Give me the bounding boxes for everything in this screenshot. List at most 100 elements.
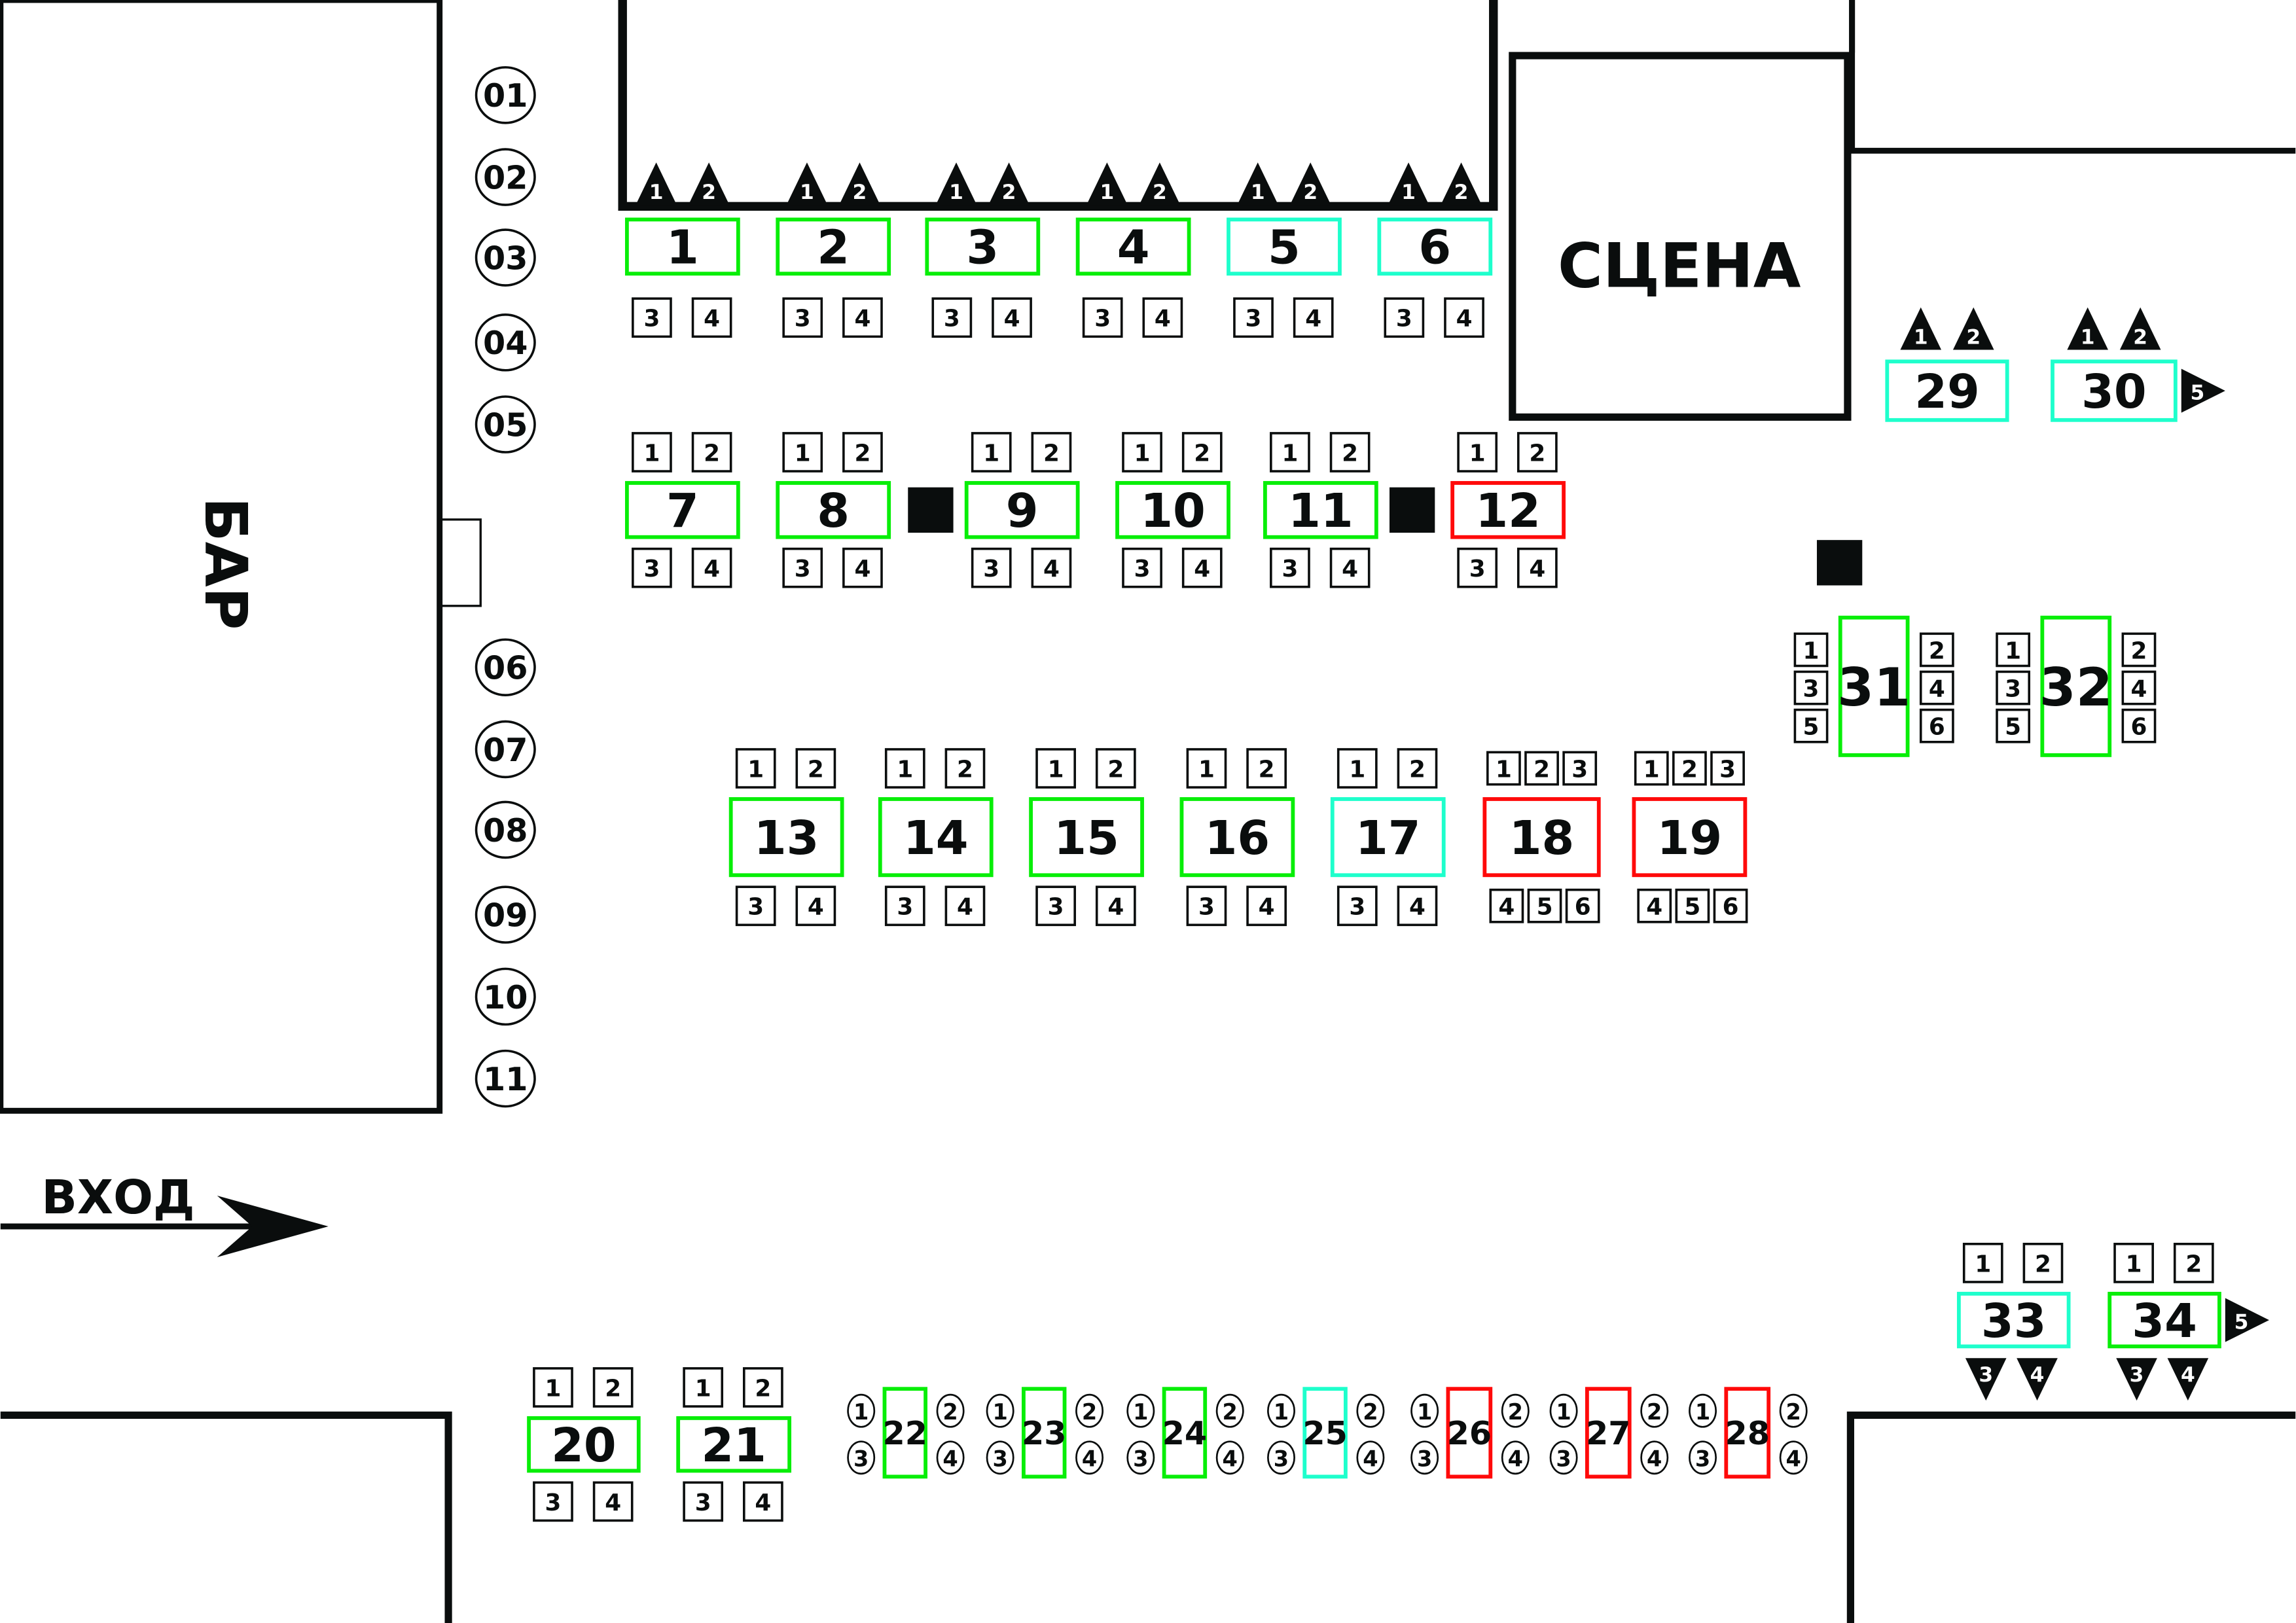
- seat[interactable]: 3: [1267, 1440, 1295, 1475]
- seat[interactable]: 1: [1900, 307, 1942, 350]
- seat[interactable]: 3: [1186, 885, 1227, 927]
- seat[interactable]: 3: [782, 547, 823, 588]
- seat[interactable]: 3: [2116, 1358, 2157, 1401]
- seat[interactable]: 1: [1035, 748, 1076, 789]
- seat[interactable]: 1: [2113, 1243, 2154, 1283]
- bar-seat[interactable]: 11: [475, 1049, 536, 1108]
- seat[interactable]: 1: [1122, 432, 1162, 473]
- seat[interactable]: 2: [1329, 432, 1371, 473]
- bar-seat[interactable]: 01: [475, 66, 536, 124]
- seat[interactable]: 1: [2067, 307, 2108, 350]
- seat[interactable]: 4: [1215, 1440, 1244, 1475]
- seat[interactable]: 3: [1689, 1440, 1717, 1475]
- seat[interactable]: 4: [592, 1481, 634, 1522]
- seat[interactable]: 5: [2225, 1298, 2269, 1342]
- seat[interactable]: 4: [842, 547, 883, 588]
- seat[interactable]: 4: [1181, 547, 1223, 588]
- seat[interactable]: 3: [632, 297, 672, 338]
- seat[interactable]: 1: [636, 162, 677, 205]
- seat[interactable]: 1: [1126, 1393, 1155, 1428]
- seat[interactable]: 1: [1457, 432, 1498, 473]
- seat[interactable]: 4: [1516, 547, 1558, 588]
- seat[interactable]: 3: [1996, 670, 2031, 705]
- seat[interactable]: 1: [1270, 432, 1310, 473]
- seat[interactable]: 5: [1996, 708, 2031, 743]
- seat[interactable]: 3: [1562, 751, 1598, 786]
- seat[interactable]: 1: [735, 748, 776, 789]
- seat[interactable]: 1: [1336, 748, 1378, 789]
- bar-seat[interactable]: 06: [475, 638, 536, 697]
- seat[interactable]: 1: [1410, 1393, 1439, 1428]
- bar-seat[interactable]: 07: [475, 720, 536, 779]
- seat[interactable]: 3: [1549, 1440, 1578, 1475]
- seat[interactable]: 4: [2121, 670, 2157, 705]
- seat[interactable]: 3: [735, 885, 776, 927]
- seat[interactable]: 2: [691, 432, 732, 473]
- seat[interactable]: 4: [691, 297, 732, 338]
- seat[interactable]: 1: [1996, 632, 2031, 668]
- seat[interactable]: 3: [986, 1440, 1014, 1475]
- seat[interactable]: 2: [795, 748, 836, 789]
- seat[interactable]: 3: [1710, 751, 1745, 786]
- seat[interactable]: 2: [1501, 1393, 1530, 1428]
- seat[interactable]: 2: [743, 1367, 783, 1408]
- seat[interactable]: 2: [1181, 432, 1223, 473]
- bar-seat[interactable]: 09: [475, 885, 536, 944]
- seat[interactable]: 4: [2017, 1358, 2058, 1401]
- seat[interactable]: 3: [884, 885, 925, 927]
- seat[interactable]: 4: [1637, 888, 1672, 923]
- seat[interactable]: 1: [1549, 1393, 1578, 1428]
- seat[interactable]: 3: [1233, 297, 1274, 338]
- seat[interactable]: 4: [1293, 297, 1334, 338]
- seat[interactable]: 1: [786, 162, 828, 205]
- seat[interactable]: 2: [1031, 432, 1072, 473]
- bar-seat[interactable]: 02: [475, 148, 536, 206]
- seat[interactable]: 3: [1035, 885, 1076, 927]
- seat[interactable]: 3: [683, 1481, 724, 1522]
- seat[interactable]: 1: [1267, 1393, 1295, 1428]
- seat[interactable]: 2: [688, 162, 730, 205]
- seat[interactable]: 4: [1356, 1440, 1385, 1475]
- seat[interactable]: 2: [1356, 1393, 1385, 1428]
- seat[interactable]: 2: [2121, 632, 2157, 668]
- seat[interactable]: 1: [1388, 162, 1429, 205]
- seat[interactable]: 1: [1962, 1243, 2003, 1283]
- seat[interactable]: 4: [1031, 547, 1072, 588]
- seat[interactable]: 1: [1186, 748, 1227, 789]
- seat[interactable]: 3: [1336, 885, 1378, 927]
- seat[interactable]: 1: [782, 432, 823, 473]
- seat[interactable]: 2: [1640, 1393, 1669, 1428]
- seat[interactable]: 3: [533, 1481, 573, 1522]
- seat[interactable]: 6: [1919, 708, 1954, 743]
- seat[interactable]: 2: [1441, 162, 1482, 205]
- seat[interactable]: 2: [988, 162, 1030, 205]
- seat[interactable]: 2: [2119, 307, 2161, 350]
- seat[interactable]: 3: [1457, 547, 1498, 588]
- seat[interactable]: 4: [1246, 885, 1287, 927]
- seat[interactable]: 5: [2181, 368, 2225, 413]
- seat[interactable]: 1: [1486, 751, 1521, 786]
